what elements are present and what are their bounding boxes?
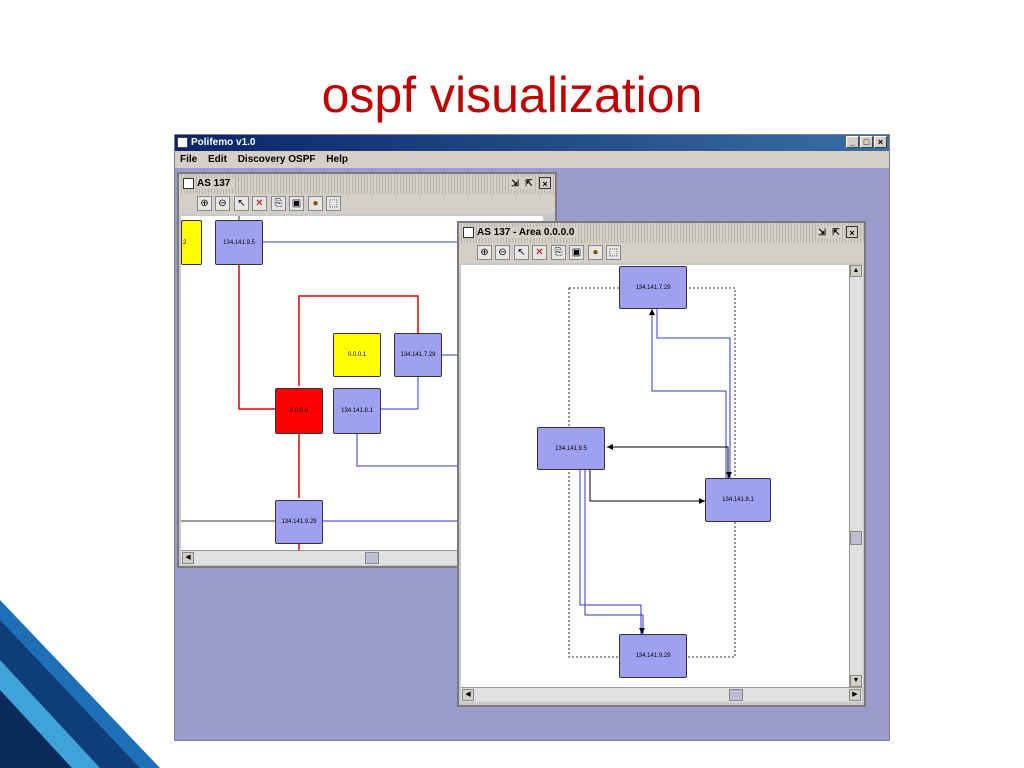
window-icon[interactable]: ▣	[569, 245, 584, 260]
delete-icon[interactable]: ✕	[532, 245, 547, 260]
pointer-icon[interactable]: ↖	[514, 245, 529, 260]
router-node[interactable]: 134.141.7.29	[394, 333, 442, 377]
area-window-title: AS 137 - Area 0.0.0.0	[477, 227, 578, 238]
backbone-area-node[interactable]: 0.0.0.0	[275, 388, 323, 434]
menu-help[interactable]: Help	[326, 154, 348, 165]
app-title: Polifemo v1.0	[191, 137, 256, 148]
maximize-icon[interactable]: ⇱	[830, 226, 842, 238]
close-icon[interactable]: ×	[539, 177, 551, 189]
zoom-in-icon[interactable]: ⊕	[477, 245, 492, 260]
scroll-thumb[interactable]	[850, 531, 862, 545]
menu-discovery-ospf[interactable]: Discovery OSPF	[237, 154, 316, 165]
menu-file[interactable]: File	[180, 154, 198, 165]
app-titlebar: Polifemo v1.0 _ □ ×	[175, 135, 889, 151]
scroll-left-icon[interactable]: ◀	[182, 552, 194, 564]
area-canvas[interactable]: 134.141.7.29 134.141.9.5 134.141.8.1 134…	[461, 265, 849, 687]
scroll-right-icon[interactable]: ▶	[849, 689, 861, 701]
frame-icon	[463, 227, 474, 238]
router-node[interactable]: 134.141.8.1	[705, 478, 771, 522]
pointer-icon[interactable]: ↖	[234, 196, 249, 211]
paint-icon[interactable]: ●	[588, 245, 603, 260]
copy-icon[interactable]: ⎘	[551, 245, 566, 260]
restore-icon[interactable]: ⇲	[816, 226, 828, 238]
slide-title: ospf visualization	[321, 67, 703, 123]
area-horizontal-scrollbar[interactable]: ◀ ▶	[461, 687, 862, 702]
corner-decoration	[0, 600, 160, 768]
router-node[interactable]: 134.141.9.5	[215, 220, 263, 265]
area-links	[568, 287, 736, 658]
router-node[interactable]: 134.141.9.5	[537, 427, 605, 470]
maximize-button[interactable]: □	[860, 136, 873, 148]
scroll-thumb[interactable]	[729, 689, 743, 701]
app-icon	[177, 137, 188, 148]
zoom-out-icon[interactable]: ⊖	[215, 196, 230, 211]
restore-icon[interactable]: ⇲	[509, 177, 521, 189]
router-node[interactable]: 134.141.8.1	[333, 388, 381, 434]
area-window-titlebar: AS 137 - Area 0.0.0.0 ⇲ ⇱ ×	[459, 223, 864, 243]
delete-icon[interactable]: ✕	[252, 196, 267, 211]
zoom-out-icon[interactable]: ⊖	[495, 245, 510, 260]
area-node[interactable]: 0.0.0.1	[333, 333, 381, 377]
minimize-button[interactable]: _	[846, 136, 859, 148]
scroll-down-icon[interactable]: ▼	[850, 675, 862, 687]
as-window-toolbar: ⊕ ⊖ ↖ ✕ ⎘ ▣ ● ⬚	[179, 194, 555, 214]
zoom-in-icon[interactable]: ⊕	[197, 196, 212, 211]
as-window-titlebar: AS 137 ⇲ ⇱ ×	[179, 174, 555, 194]
select-icon[interactable]: ⬚	[606, 245, 621, 260]
menubar: File Edit Discovery OSPF Help	[175, 151, 889, 168]
router-node[interactable]: 134.141.9.29	[275, 500, 323, 544]
router-node[interactable]: 134.141.7.29	[619, 266, 687, 309]
maximize-icon[interactable]: ⇱	[523, 177, 535, 189]
area-window: AS 137 - Area 0.0.0.0 ⇲ ⇱ × ⊕ ⊖ ↖ ✕ ⎘ ▣ …	[457, 221, 866, 707]
frame-icon	[183, 178, 194, 189]
as-horizontal-scrollbar[interactable]: ◀	[181, 550, 543, 565]
select-icon[interactable]: ⬚	[326, 196, 341, 211]
scroll-thumb[interactable]	[365, 552, 379, 564]
app-window: Polifemo v1.0 _ □ × File Edit Discovery …	[174, 134, 890, 741]
area-window-toolbar: ⊕ ⊖ ↖ ✕ ⎘ ▣ ● ⬚	[459, 243, 864, 263]
scroll-up-icon[interactable]: ▲	[850, 265, 862, 277]
close-icon[interactable]: ×	[846, 226, 858, 238]
as-window-title: AS 137	[197, 178, 234, 189]
window-icon[interactable]: ▣	[289, 196, 304, 211]
router-node[interactable]: 134.141.9.29	[619, 634, 687, 678]
paint-icon[interactable]: ●	[308, 196, 323, 211]
copy-icon[interactable]: ⎘	[271, 196, 286, 211]
scroll-left-icon[interactable]: ◀	[462, 689, 474, 701]
area-vertical-scrollbar[interactable]: ▲ ▼	[849, 265, 863, 687]
area-node-partial[interactable]: 2	[181, 220, 202, 265]
menu-edit[interactable]: Edit	[208, 154, 227, 165]
close-button[interactable]: ×	[874, 136, 887, 148]
